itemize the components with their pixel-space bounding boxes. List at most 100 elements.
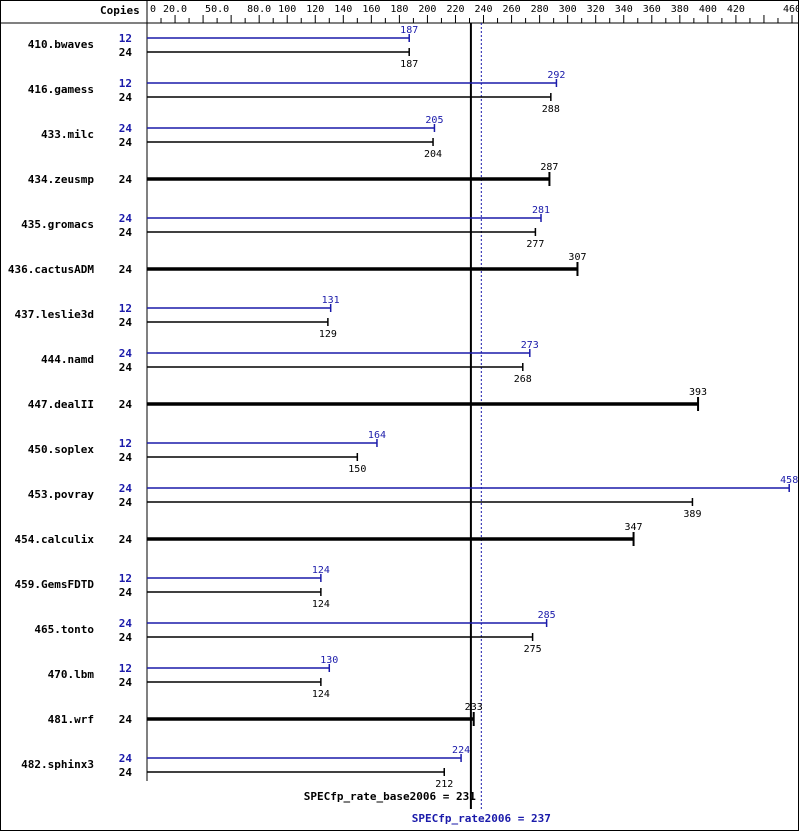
tick-label: 460 — [783, 4, 798, 15]
base-copies: 24 — [119, 451, 133, 464]
peak-value-label: 224 — [452, 745, 470, 756]
peak-value-label: 273 — [521, 340, 539, 351]
base-copies: 24 — [119, 676, 133, 689]
peak-value-label: 281 — [532, 205, 550, 216]
base-copies: 24 — [119, 533, 133, 546]
peak-value-label: 285 — [538, 610, 556, 621]
benchmark-label: 410.bwaves — [28, 38, 94, 51]
base-value-label: 277 — [526, 239, 544, 250]
tick-label: 120 — [306, 4, 324, 15]
peak-copies: 24 — [119, 617, 133, 630]
base-value-label: 124 — [312, 599, 330, 610]
peak-value-label: 458 — [780, 475, 798, 486]
tick-label: 100 — [278, 4, 296, 15]
benchmark-label: 447.dealII — [28, 398, 94, 411]
base-value-label: 389 — [683, 509, 701, 520]
peak-copies: 12 — [119, 662, 132, 675]
base-copies: 24 — [119, 496, 133, 509]
base-value-label: 150 — [348, 464, 366, 475]
tick-label: 280 — [531, 4, 549, 15]
base-copies: 24 — [119, 316, 133, 329]
peak-copies: 24 — [119, 212, 133, 225]
base-value-label: 287 — [540, 162, 558, 173]
peak-copies: 12 — [119, 77, 132, 90]
tick-label: 50.0 — [205, 4, 229, 15]
base-copies: 24 — [119, 586, 133, 599]
peak-value-label: 124 — [312, 565, 330, 576]
tick-label: 180 — [390, 4, 408, 15]
peak-value-label: 205 — [425, 115, 443, 126]
benchmark-label: 433.milc — [41, 128, 94, 141]
base-value-label: 129 — [319, 329, 337, 340]
peak-copies: 12 — [119, 437, 132, 450]
peak-copies: 24 — [119, 752, 133, 765]
base-copies: 24 — [119, 91, 133, 104]
base-copies: 24 — [119, 713, 133, 726]
tick-label: 260 — [503, 4, 521, 15]
tick-label: 240 — [474, 4, 492, 15]
base-value-label: 212 — [435, 779, 453, 790]
benchmark-label: 482.sphinx3 — [21, 758, 94, 771]
peak-mean-label: SPECfp_rate2006 = 237 — [412, 812, 551, 825]
benchmark-label: 437.leslie3d — [15, 308, 94, 321]
tick-label: 360 — [643, 4, 661, 15]
tick-label: 140 — [334, 4, 352, 15]
base-copies: 24 — [119, 136, 133, 149]
base-value-label: 275 — [524, 644, 542, 655]
base-copies: 24 — [119, 361, 133, 374]
base-value-label: 268 — [514, 374, 532, 385]
benchmark-label: 459.GemsFDTD — [15, 578, 95, 591]
base-value-label: 393 — [689, 387, 707, 398]
benchmark-label: 453.povray — [28, 488, 95, 501]
base-copies: 24 — [119, 631, 133, 644]
base-value-label: 307 — [568, 252, 586, 263]
tick-label: 400 — [699, 4, 717, 15]
benchmark-label: 470.lbm — [48, 668, 95, 681]
peak-copies: 24 — [119, 482, 133, 495]
base-value-label: 204 — [424, 149, 442, 160]
base-copies: 24 — [119, 766, 133, 779]
tick-label: 200 — [418, 4, 436, 15]
tick-label: 220 — [446, 4, 464, 15]
copies-header: Copies — [100, 4, 140, 17]
tick-label: 160 — [362, 4, 380, 15]
peak-copies: 12 — [119, 572, 132, 585]
base-value-label: 288 — [542, 104, 560, 115]
peak-copies: 12 — [119, 302, 132, 315]
tick-label: 0 — [150, 4, 156, 15]
tick-label: 420 — [727, 4, 745, 15]
base-value-label: 233 — [465, 702, 483, 713]
peak-value-label: 187 — [400, 25, 418, 36]
peak-copies: 12 — [119, 32, 132, 45]
base-copies: 24 — [119, 46, 133, 59]
tick-label: 320 — [587, 4, 605, 15]
peak-value-label: 130 — [320, 655, 338, 666]
base-copies: 24 — [119, 173, 133, 186]
benchmark-label: 444.namd — [41, 353, 94, 366]
benchmark-label: 434.zeusmp — [28, 173, 95, 186]
benchmark-label: 450.soplex — [28, 443, 95, 456]
benchmark-label: 435.gromacs — [21, 218, 94, 231]
base-mean-label: SPECfp_rate_base2006 = 231 — [304, 790, 477, 803]
peak-copies: 24 — [119, 347, 133, 360]
base-copies: 24 — [119, 398, 133, 411]
benchmark-label: 481.wrf — [48, 713, 94, 726]
base-copies: 24 — [119, 226, 133, 239]
benchmark-label: 465.tonto — [34, 623, 94, 636]
tick-label: 300 — [559, 4, 577, 15]
benchmark-label: 436.cactusADM — [8, 263, 94, 276]
tick-label: 340 — [615, 4, 633, 15]
benchmark-label: 416.gamess — [28, 83, 94, 96]
base-value-label: 347 — [625, 522, 643, 533]
base-value-label: 124 — [312, 689, 330, 700]
peak-value-label: 164 — [368, 430, 386, 441]
benchmark-label: 454.calculix — [15, 533, 95, 546]
tick-label: 380 — [671, 4, 689, 15]
base-value-label: 187 — [400, 59, 418, 70]
peak-value-label: 131 — [322, 295, 340, 306]
base-copies: 24 — [119, 263, 133, 276]
tick-label: 80.0 — [247, 4, 271, 15]
peak-value-label: 292 — [547, 70, 565, 81]
